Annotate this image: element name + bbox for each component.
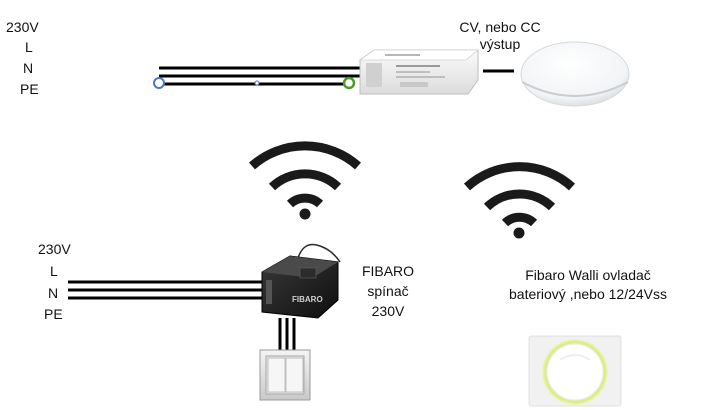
bottom-supply-label-pe: PE [44, 306, 63, 322]
fibaro-switch-label-line3: 230V [371, 303, 405, 319]
fibaro-switch-label: FIBARO spínač 230V [352, 261, 424, 321]
top-terminal-left [153, 77, 165, 89]
output-label: CV, nebo CC výstup [452, 19, 548, 53]
bottom-supply-wires [68, 280, 264, 300]
output-label-line1: CV, nebo CC [459, 19, 541, 35]
wall-switch-icon [259, 349, 311, 401]
top-supply-wires [159, 66, 360, 86]
walli-label-line2: bateriový ,nebo 12/24Vss [509, 286, 667, 302]
top-supply-label-l: L [25, 39, 33, 55]
walli-label: Fibaro Walli ovladač bateriový ,nebo 12/… [488, 266, 688, 304]
bottom-supply-label-l: L [50, 263, 58, 279]
walli-controller-icon [528, 335, 622, 407]
fibaro-switch-label-line2: spínač [367, 283, 409, 299]
bottom-supply-label-n: N [48, 285, 59, 301]
wifi-icon-walli-dot [513, 227, 525, 239]
wifi-icon [249, 141, 361, 208]
fibaro-switch-label-line1: FIBARO [361, 263, 415, 279]
walli-label-line1: Fibaro Walli ovladač [525, 267, 651, 283]
led-driver-icon [358, 49, 480, 95]
top-terminal-right [342, 76, 356, 90]
antenna-wire [297, 243, 341, 263]
ceiling-lamp-icon [520, 41, 630, 107]
wifi-icon-dot [299, 208, 311, 220]
wifi-icon-walli [463, 162, 576, 227]
output-label-line2: výstup [479, 36, 521, 52]
bottom-supply-label-230v: 230V [38, 241, 71, 257]
module-brand-text: FIBARO [292, 295, 323, 304]
top-supply-label-pe: PE [20, 81, 39, 97]
top-supply-label-230v: 230V [6, 19, 39, 35]
top-supply-label-n: N [23, 60, 34, 76]
top-terminal-mid [254, 80, 260, 86]
fibaro-module-icon: FIBARO [261, 255, 339, 319]
switch-wires [278, 318, 296, 350]
